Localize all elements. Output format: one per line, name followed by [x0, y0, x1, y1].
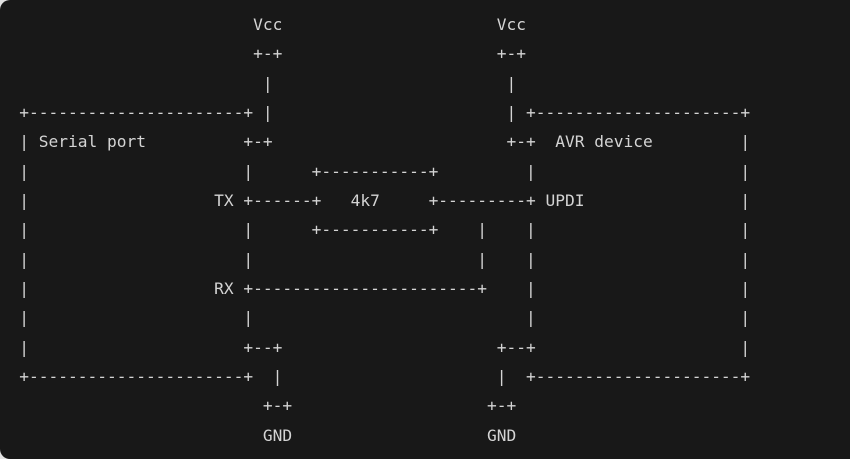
- ascii-circuit-diagram: Vcc Vcc +-+ +-+ | | +-------------------…: [19, 15, 751, 445]
